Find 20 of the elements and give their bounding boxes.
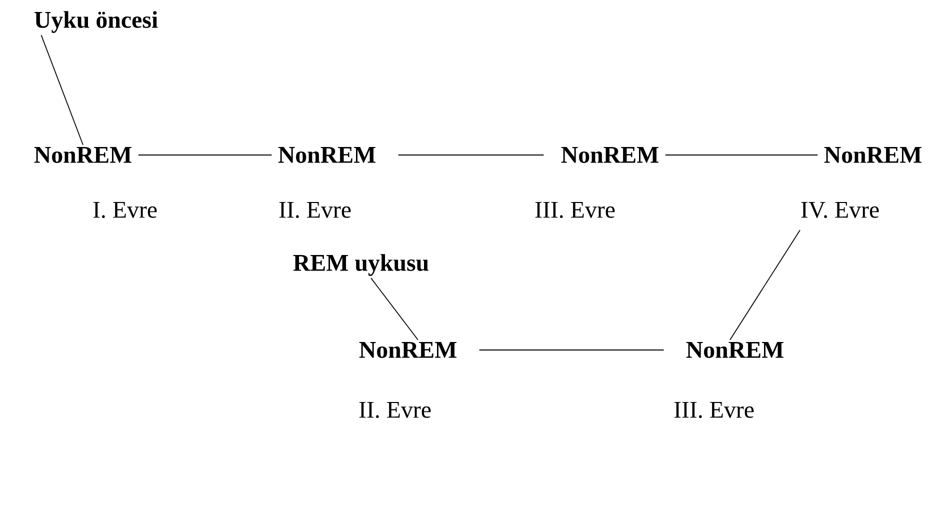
stage-label: NonREM xyxy=(824,147,922,163)
stage-label: NonREM xyxy=(359,342,456,358)
stage-label: NonREM xyxy=(561,147,658,163)
stage-label: REM uykusu xyxy=(293,254,428,276)
phase-label: III. Evre xyxy=(674,402,754,418)
connector-line xyxy=(664,154,818,156)
connector-line xyxy=(370,278,418,340)
connector-line xyxy=(138,154,272,156)
stage-label: Uyku öncesi xyxy=(34,11,158,33)
phase-label: IV. Evre xyxy=(801,202,879,218)
phase-label: III. Evre xyxy=(535,202,615,218)
stage-label: NonREM xyxy=(278,147,376,163)
stage-label: NonREM xyxy=(686,342,784,358)
connector-line xyxy=(40,34,84,146)
stage-label: NonREM xyxy=(34,147,132,163)
connector-line xyxy=(398,154,544,156)
connector-line xyxy=(730,230,800,340)
phase-label: II. Evre xyxy=(359,402,431,418)
phase-label: II. Evre xyxy=(279,202,351,218)
phase-label: I. Evre xyxy=(93,202,157,218)
